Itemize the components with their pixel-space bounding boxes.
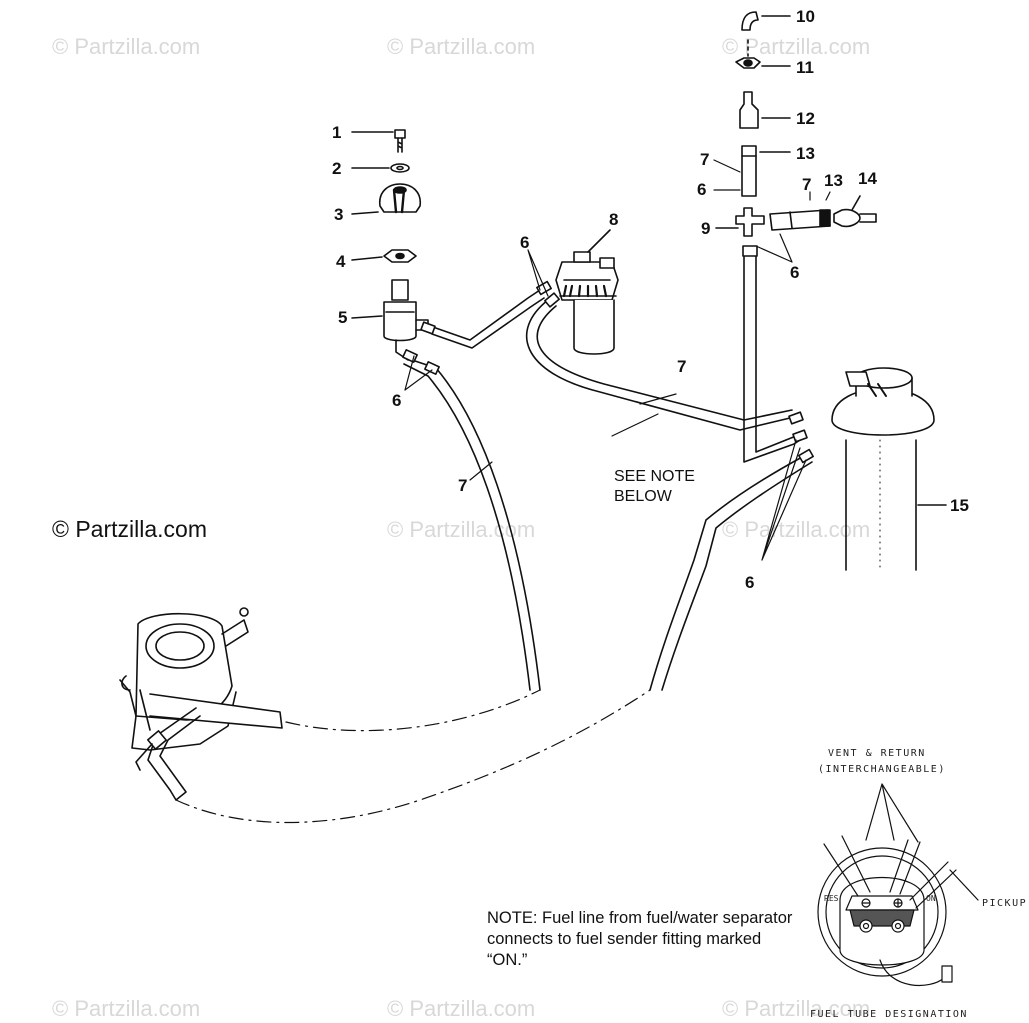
fuel-line-note: NOTE: Fuel line from fuel/water separato… — [487, 909, 793, 969]
hose-filter-to-carb — [402, 349, 541, 691]
tee-part-9 — [715, 207, 765, 237]
carburetor — [119, 607, 283, 801]
callout-6: 6 — [745, 573, 755, 592]
elbow-part-10 — [741, 11, 791, 31]
inset-designation-label: FUEL TUBE DESIGNATION — [810, 1009, 968, 1020]
callout-7: 7 — [458, 476, 468, 495]
fuel-tube-inset — [817, 783, 979, 987]
inset-vent-return-label: VENT & RETURN — [828, 748, 926, 759]
fitting-part-12 — [739, 91, 791, 129]
callout-2: 2 — [332, 159, 342, 178]
washer-part-2 — [351, 163, 410, 173]
see-note-line-1: SEE NOTE — [614, 468, 695, 485]
tank-part-15 — [831, 367, 947, 571]
callout-15: 15 — [950, 496, 969, 515]
watermark: © Partzilla.com — [387, 34, 536, 59]
vent-valve-part-14 — [833, 195, 877, 228]
routing-lines — [175, 689, 651, 824]
hose-separator-to-tank — [525, 292, 804, 431]
watermark: © Partzilla.com — [52, 996, 201, 1021]
hose-part-13-side — [769, 191, 831, 231]
callout-7: 7 — [700, 150, 710, 169]
screw-part-1 — [351, 129, 406, 153]
nut-part-4 — [351, 249, 417, 263]
callout-7: 7 — [802, 175, 812, 194]
callout-6: 6 — [520, 233, 530, 252]
callout-5: 5 — [338, 308, 348, 327]
inset-on-label: ON — [926, 894, 936, 903]
inset-pickup-label: PICKUP — [982, 898, 1028, 909]
callout-11: 11 — [796, 58, 814, 77]
filter-part-5 — [351, 279, 429, 361]
callout-7: 7 — [677, 357, 687, 376]
watermark: © Partzilla.com — [52, 34, 201, 59]
vent-hose-vertical — [742, 245, 808, 463]
callout-13: 13 — [824, 171, 843, 190]
hose-tank-to-carb — [649, 448, 814, 691]
see-note-label: SEE NOTE BELOW — [614, 467, 695, 507]
callout-13: 13 — [796, 144, 815, 163]
copyright-label: © Partzilla.com — [52, 516, 207, 542]
callout-10: 10 — [796, 7, 815, 26]
callout-6: 6 — [392, 391, 402, 410]
callout-14: 14 — [858, 169, 877, 188]
callout-1: 1 — [332, 123, 342, 142]
watermark: © Partzilla.com — [722, 34, 871, 59]
callout-3: 3 — [334, 205, 344, 224]
callout-8: 8 — [609, 210, 619, 229]
inset-interchangeable-label: (INTERCHANGEABLE) — [818, 764, 946, 775]
inset-res-label: RES — [824, 894, 839, 903]
callout-12: 12 — [796, 109, 815, 128]
see-note-line-2: BELOW — [614, 488, 672, 505]
callout-6: 6 — [697, 180, 707, 199]
callout-9: 9 — [701, 219, 711, 238]
watermark: © Partzilla.com — [722, 996, 871, 1021]
hose-filter-to-separator — [420, 280, 552, 349]
clamp-part-11 — [735, 39, 791, 69]
callout-4: 4 — [336, 252, 346, 271]
watermark: © Partzilla.com — [387, 996, 536, 1021]
callout-6: 6 — [790, 263, 800, 282]
separator-part-8 — [555, 229, 619, 355]
cap-part-3 — [351, 183, 422, 215]
hose-part-13-upper — [741, 145, 791, 197]
